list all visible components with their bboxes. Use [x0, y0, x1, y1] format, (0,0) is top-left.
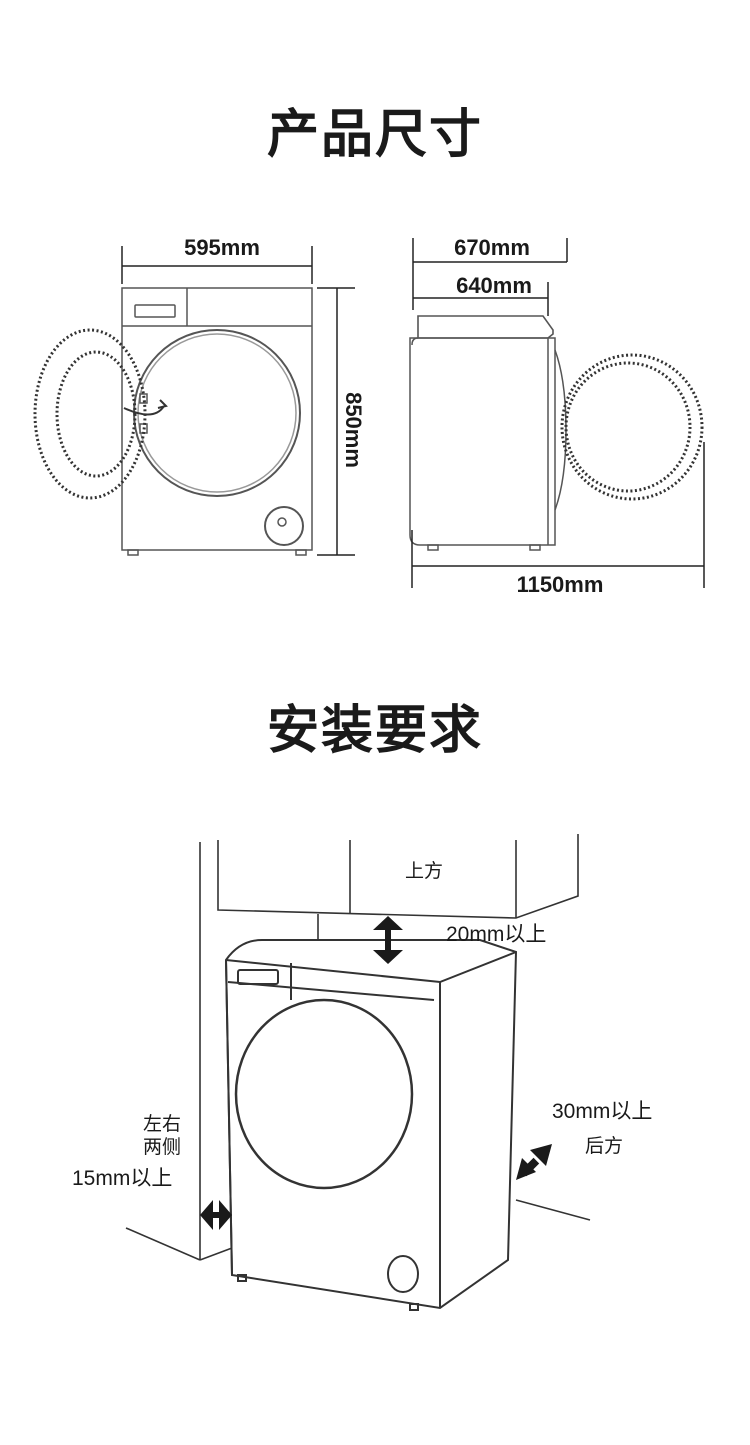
- top-clearance-label: 20mm以上: [446, 923, 546, 946]
- installed-washer: [224, 939, 518, 1311]
- back-clearance-label: 30mm以上: [552, 1100, 652, 1123]
- left-wall: [125, 842, 233, 1261]
- overhead-cabinet: [217, 834, 579, 919]
- filter-cap: [264, 506, 304, 546]
- sides-position-label-line2: 两侧: [143, 1136, 181, 1158]
- door-swing-arrow: [123, 405, 165, 416]
- sides-clearance-label: 15mm以上: [72, 1167, 172, 1190]
- control-panel-display: [134, 304, 176, 318]
- dimension-diagrams: 595mm 850mm 670mm 640mm 1150mm: [33, 235, 705, 597]
- back-position-label: 后方: [585, 1135, 623, 1157]
- control-panel-display: [237, 969, 279, 985]
- side-depth-top-label: 670mm: [454, 235, 530, 260]
- door-drum-circle: [234, 998, 414, 1190]
- front-width-label: 595mm: [184, 235, 260, 260]
- top-clearance-arrow: [373, 916, 403, 964]
- back-clearance-arrow: [516, 1144, 552, 1180]
- filter-cap: [387, 1255, 419, 1293]
- product-size-title: 产品尺寸: [266, 105, 483, 165]
- installation-requirements-title: 安装要求: [266, 701, 483, 761]
- front-height-label: 850mm: [341, 392, 366, 468]
- side-depth-body-label: 640mm: [456, 273, 532, 298]
- back-wall: [317, 914, 591, 1221]
- side-depth-640-dimension: [413, 282, 549, 316]
- front-open-door-dashed: [33, 328, 147, 500]
- side-depth-door-open-label: 1150mm: [517, 572, 604, 597]
- side-open-door-dashed: [560, 353, 704, 501]
- side-view-washer: [409, 315, 567, 551]
- side-clearance-arrow: [200, 1200, 232, 1230]
- installation-diagram: 上方 20mm以上 30mm以上 后方 左右 两侧 15mm以上: [72, 834, 652, 1311]
- front-height-dimension: [317, 287, 355, 556]
- side-depth-1150-dimension: [411, 442, 705, 588]
- sides-position-label-line1: 左右: [143, 1113, 181, 1135]
- front-view-washer: [121, 287, 313, 556]
- door-drum-circle: [133, 329, 301, 497]
- front-width-dimension: [121, 246, 313, 284]
- top-position-label: 上方: [405, 860, 443, 882]
